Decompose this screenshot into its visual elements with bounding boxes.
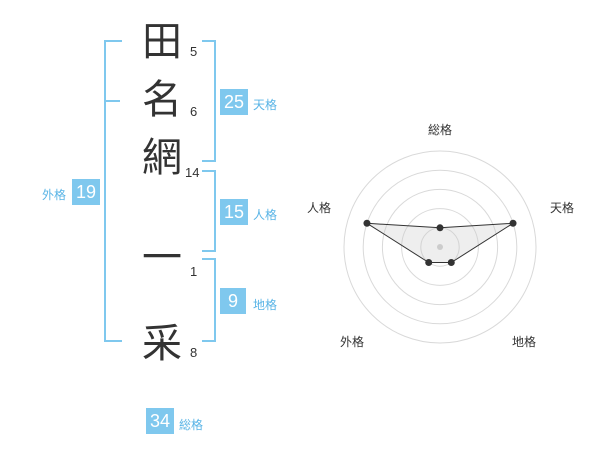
jinkaku-label: 人格 [253, 208, 278, 222]
tenkaku-value: 25 [220, 89, 248, 115]
radar-point-1 [436, 224, 444, 232]
chikaku-value: 9 [220, 288, 246, 314]
radar-ring-3 [381, 188, 499, 306]
radar-axis-chikaku: 地格 [512, 334, 536, 349]
stroke-count-5: 8 [190, 345, 198, 360]
jinkaku-bracket [202, 170, 216, 252]
soukaku-value: 34 [146, 408, 174, 434]
radar-point-2 [509, 219, 517, 227]
jinkaku-value: 15 [220, 199, 248, 225]
stroke-count-2: 6 [190, 104, 198, 119]
chikaku-bracket [202, 258, 216, 342]
radar-axis-gaikaku: 外格 [340, 334, 364, 349]
radar-axis-soukaku: 総格 [428, 122, 452, 137]
name-char-2: 名 [142, 77, 182, 123]
radar-point-3 [447, 259, 455, 267]
name-char-4: 一 [142, 235, 182, 281]
gaikaku-label: 外格 [42, 188, 67, 202]
radar-ring-2 [401, 208, 479, 286]
stroke-count-1: 5 [190, 44, 198, 59]
gaikaku-bracket [104, 40, 122, 342]
radar-chart: 総格 天格 地格 外格 人格 [307, 122, 574, 349]
radar-ring-5 [343, 150, 537, 344]
soukaku-label: 総格 [179, 418, 204, 432]
stroke-count-3: 14 [185, 165, 200, 180]
gaikaku-bracket-tick [104, 100, 120, 102]
name-char-1: 田 [142, 19, 182, 65]
chikaku-label: 地格 [253, 298, 278, 312]
radar-axis-tenkaku: 天格 [550, 200, 574, 215]
radar-ring-4 [362, 169, 518, 325]
tenkaku-bracket [202, 40, 216, 162]
tenkaku-label: 天格 [253, 98, 278, 112]
name-char-5: 采 [142, 321, 182, 367]
gaikaku-value: 19 [72, 179, 100, 205]
radar-center [437, 244, 443, 250]
radar-area [366, 222, 514, 264]
radar-axis-jinkaku: 人格 [307, 200, 331, 215]
name-char-3: 網 [142, 135, 182, 181]
radar-point-4 [425, 259, 433, 267]
stroke-count-4: 1 [190, 264, 198, 279]
radar-point-5 [363, 219, 371, 227]
